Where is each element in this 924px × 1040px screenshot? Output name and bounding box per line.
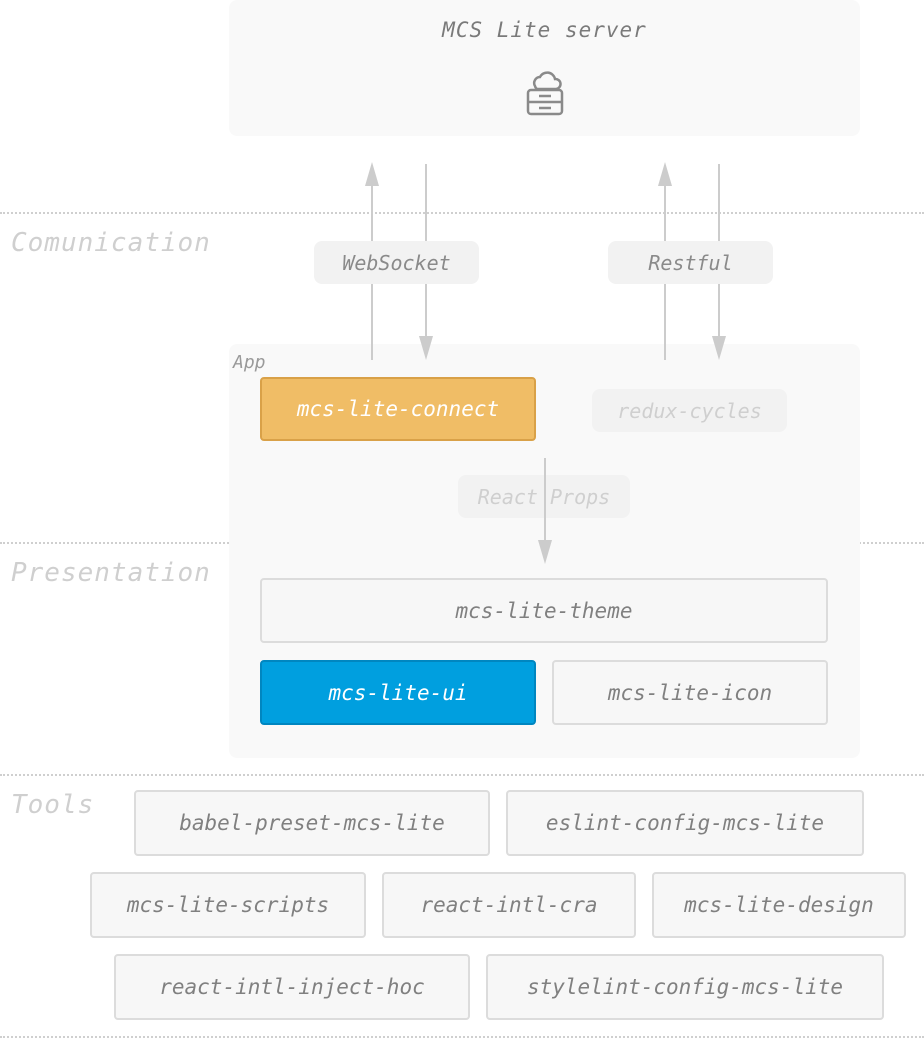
layer-label-communication: Comunication	[11, 228, 211, 258]
layer-label-presentation: Presentation	[11, 558, 211, 588]
tool-stylelint-config-mcs-lite: stylelint-config-mcs-lite	[486, 954, 884, 1020]
websocket-label: WebSocket	[314, 241, 479, 284]
separator-communication	[0, 212, 924, 214]
mcs-lite-theme-box: mcs-lite-theme	[260, 578, 828, 643]
tool-mcs-lite-scripts: mcs-lite-scripts	[90, 872, 366, 938]
layer-label-tools: Tools	[11, 790, 95, 820]
react-props-arrow	[535, 458, 555, 566]
mcs-lite-ui-box: mcs-lite-ui	[260, 660, 536, 725]
restful-label: Restful	[608, 241, 773, 284]
tool-babel-preset-mcs-lite: babel-preset-mcs-lite	[134, 790, 490, 856]
redux-cycles-box: redux-cycles	[592, 389, 787, 432]
app-label: App	[233, 352, 266, 373]
server-title: MCS Lite server	[442, 18, 647, 42]
tool-eslint-config-mcs-lite: eslint-config-mcs-lite	[506, 790, 864, 856]
separator-bottom	[0, 1036, 924, 1038]
tool-react-intl-inject-hoc: react-intl-inject-hoc	[114, 954, 470, 1020]
mcs-lite-icon-box: mcs-lite-icon	[552, 660, 828, 725]
tool-mcs-lite-design: mcs-lite-design	[652, 872, 906, 938]
mcs-lite-connect-box: mcs-lite-connect	[260, 377, 536, 441]
separator-tools	[0, 774, 924, 776]
server-cloud-icon	[525, 66, 565, 116]
tool-react-intl-cra: react-intl-cra	[382, 872, 636, 938]
